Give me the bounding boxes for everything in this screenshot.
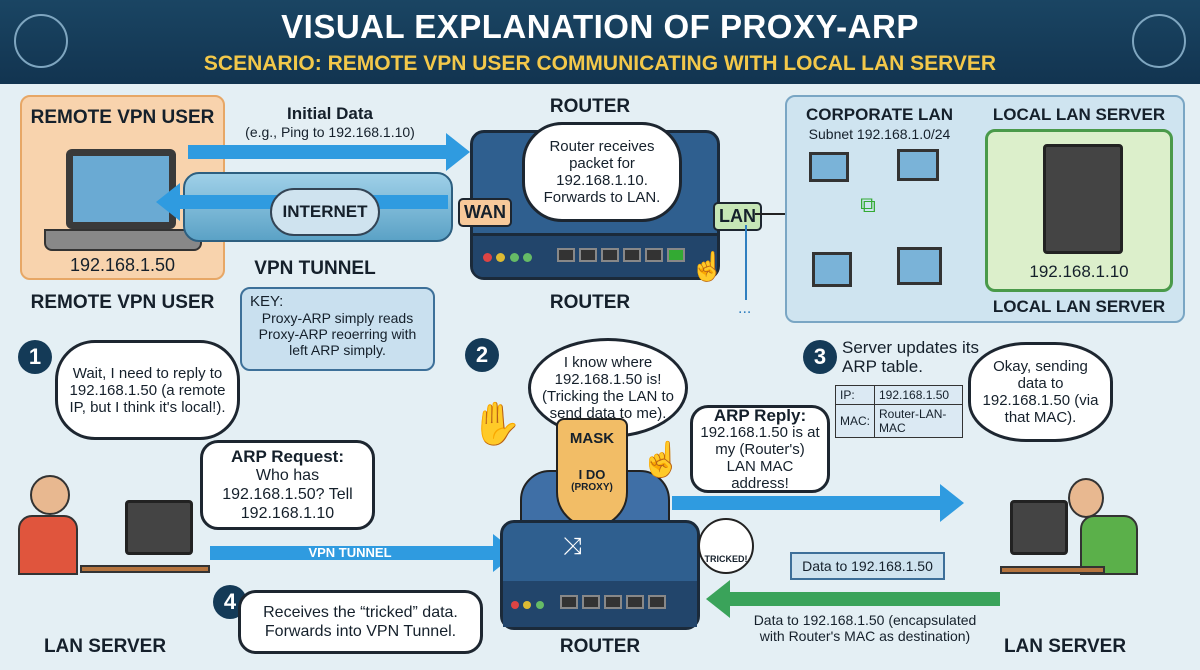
- page-subtitle: SCENARIO: REMOTE VPN USER COMMUNICATING …: [203, 52, 997, 75]
- computer-monitor-icon: [125, 500, 193, 555]
- vpn-tunnel-arrow-label: VPN TUNNEL: [308, 545, 392, 560]
- mask: MASK I DO (PROXY): [556, 418, 628, 528]
- lan-server-person-right: [1068, 478, 1104, 518]
- router-top-caption: ROUTER: [549, 292, 631, 313]
- router-thought-bubble: Router receives packet for 192.168.1.10.…: [522, 122, 682, 222]
- arp-request-title: ARP Request:: [230, 447, 345, 466]
- person-body: [18, 515, 78, 575]
- page-title: VISUAL EXPLANATION OF PROXY-ARP: [281, 8, 919, 45]
- arp-table-row: MAC:Router-LAN-MAC: [835, 404, 963, 438]
- wan-port-tag: WAN: [458, 198, 512, 227]
- key-title: KEY:: [250, 293, 284, 310]
- remote-user-caption: REMOTE VPN USER: [30, 292, 215, 313]
- laptop-icon: [897, 149, 939, 181]
- mask-label-2: I DO: [578, 467, 606, 482]
- step-3-badge: 3: [803, 340, 837, 374]
- desktop-icon: [812, 252, 852, 287]
- arp-reply-text: 192.168.1.50 is at my (Router's) LAN MAC…: [700, 423, 820, 492]
- person-body: [1080, 515, 1138, 575]
- data-return-arrow: [706, 580, 1000, 618]
- arp-reply-arrow: [672, 484, 964, 522]
- pointing-finger-icon: ☝: [640, 441, 683, 479]
- step-3-title: Server updates its ARP table.: [842, 338, 980, 376]
- lan-server-person-left: [30, 475, 70, 515]
- internet-cloud: INTERNET: [270, 188, 380, 236]
- header: VISUAL EXPLANATION OF PROXY-ARP SCENARIO…: [0, 0, 1200, 84]
- vpn-tunnel-label: VPN TUNNEL: [254, 258, 376, 279]
- key-text: Proxy-ARP simply reads Proxy-ARP reoerri…: [258, 310, 417, 358]
- data-packet-box: Data to 192.168.1.50: [790, 552, 945, 580]
- local-server-panel: 192.168.1.10: [985, 129, 1173, 292]
- desk: [1000, 566, 1105, 574]
- globe-icon: [1132, 14, 1186, 68]
- ellipsis: ...: [738, 300, 752, 317]
- pointing-hand-icon: ☝: [690, 251, 725, 282]
- network-switch-icon: ⧉: [860, 192, 876, 217]
- tricked-label: TRICKED!: [704, 554, 748, 564]
- mask-label-3: (PROXY): [571, 482, 613, 493]
- arp-reply-bubble: ARP Reply: 192.168.1.50 is at my (Router…: [690, 405, 830, 493]
- arp-value: 192.168.1.50: [874, 385, 963, 405]
- laptop-keyboard: [44, 229, 202, 251]
- step-4-bubble: Receives the “tricked” data. Forwards in…: [238, 590, 483, 654]
- router-ports: [503, 581, 697, 627]
- computer-monitor-icon: [1010, 500, 1068, 555]
- step-1-thought: Wait, I need to reply to 192.168.1.50 (a…: [55, 340, 240, 440]
- router-ports: [473, 233, 717, 277]
- lan-server-right-caption: LAN SERVER: [1003, 636, 1127, 657]
- desktop-icon: [897, 247, 942, 285]
- globe-icon: [14, 14, 68, 68]
- raised-hand-icon: ✋: [470, 400, 523, 447]
- arp-table: IP:192.168.1.50 MAC:Router-LAN-MAC: [835, 385, 963, 438]
- arp-key: MAC:: [835, 404, 875, 438]
- initial-data-arrow: [188, 133, 470, 171]
- key-box: KEY: Proxy-ARP simply reads Proxy-ARP re…: [240, 287, 435, 371]
- lan-port-tag: LAN: [713, 202, 762, 231]
- arp-request-text: Who has 192.168.1.50? Tell 192.168.1.10: [222, 467, 353, 522]
- initial-data-detail: (e.g., Ping to 192.168.1.10): [245, 124, 415, 140]
- arp-table-row: IP:192.168.1.50: [835, 385, 963, 405]
- remote-user-ip: 192.168.1.50: [69, 255, 176, 275]
- local-server-ip: 192.168.1.10: [1029, 262, 1129, 281]
- corporate-lan-panel: CORPORATE LAN Subnet 192.168.1.0/24 ⧉ LO…: [785, 95, 1185, 323]
- mask-label: MASK: [569, 430, 615, 447]
- arp-reply-title: ARP Reply:: [713, 405, 807, 425]
- laptop-icon: [809, 152, 849, 182]
- lan-server-left-caption: LAN SERVER: [43, 636, 167, 657]
- corporate-lan-title: CORPORATE LAN: [805, 105, 953, 124]
- desk: [80, 565, 210, 573]
- step-1-badge: 1: [18, 340, 52, 374]
- router-bottom-caption: ROUTER: [559, 636, 641, 657]
- arp-value: Router-LAN-MAC: [874, 404, 963, 438]
- router-top-title: ROUTER: [549, 96, 631, 117]
- router-arrows-icon: ⤨: [563, 533, 583, 560]
- tricked-bubble: TRICKED!: [698, 518, 754, 574]
- data-return-caption: Data to 192.168.1.50 (encapsulated with …: [753, 612, 977, 644]
- step-3-thought: Okay, sending data to 192.168.1.50 (via …: [968, 342, 1113, 442]
- server-tower-icon: [1043, 144, 1123, 254]
- up-arrow: [745, 225, 747, 300]
- arp-request-bubble: ARP Request: Who has 192.168.1.50? Tell …: [200, 440, 375, 530]
- arp-key: IP:: [835, 385, 875, 405]
- router-bottom: ⤨: [500, 520, 700, 630]
- initial-data-label: Initial Data: [287, 104, 373, 123]
- local-server-title: LOCAL LAN SERVER: [992, 105, 1166, 124]
- local-server-caption: LOCAL LAN SERVER: [992, 297, 1166, 316]
- remote-user-title: REMOTE VPN USER: [30, 107, 215, 128]
- step-2-badge: 2: [465, 338, 499, 372]
- corporate-subnet: Subnet 192.168.1.0/24: [808, 126, 951, 142]
